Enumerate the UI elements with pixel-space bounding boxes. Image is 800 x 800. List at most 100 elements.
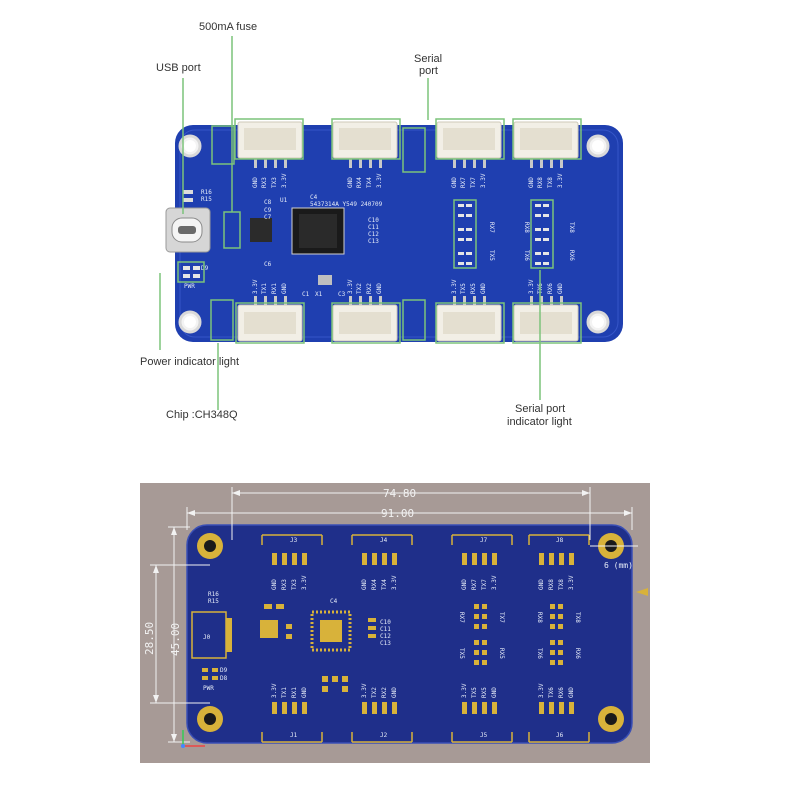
svg-text:GND: GND bbox=[461, 579, 468, 590]
svg-text:TX5: TX5 bbox=[458, 648, 465, 659]
cad-bottom-pads bbox=[272, 702, 574, 714]
pin-label: TX8 bbox=[547, 177, 554, 188]
svg-text:TX3: TX3 bbox=[291, 579, 298, 590]
led-label: TX6 bbox=[523, 250, 530, 261]
svg-text:3.3V: 3.3V bbox=[271, 683, 278, 698]
top-connectors bbox=[237, 121, 579, 159]
svg-text:C11: C11 bbox=[368, 224, 379, 231]
pin-label: GND bbox=[528, 177, 535, 188]
callout-fuse: 500mA fuse bbox=[199, 21, 257, 33]
svg-text:C12: C12 bbox=[380, 633, 391, 640]
pin-label: GND bbox=[451, 177, 458, 188]
svg-text:C3: C3 bbox=[338, 291, 346, 298]
pin-label: 3.3V bbox=[557, 173, 564, 188]
svg-text:GND: GND bbox=[361, 579, 368, 590]
svg-text:RX4: RX4 bbox=[371, 579, 378, 590]
axis-origin-icon bbox=[181, 730, 205, 748]
svg-text:J3: J3 bbox=[290, 537, 298, 544]
bottom-connectors bbox=[237, 304, 579, 342]
svg-text:RX6: RX6 bbox=[558, 687, 565, 698]
svg-text:RX8: RX8 bbox=[548, 579, 555, 590]
svg-text:C11: C11 bbox=[380, 626, 391, 633]
svg-text:TX7: TX7 bbox=[498, 612, 505, 623]
svg-text:R15: R15 bbox=[201, 196, 212, 203]
pin-label: GND bbox=[347, 177, 354, 188]
led-label: RX7 bbox=[488, 222, 495, 233]
svg-text:TX6: TX6 bbox=[536, 648, 543, 659]
serial-led-labels: RX7 TX5 RX8 TX8 TX6 RX6 bbox=[488, 222, 575, 261]
pin-label: TX3 bbox=[271, 177, 278, 188]
svg-text:TX2: TX2 bbox=[371, 687, 378, 698]
svg-text:3.3V: 3.3V bbox=[391, 575, 398, 590]
svg-text:TX5: TX5 bbox=[471, 687, 478, 698]
led-label: RX6 bbox=[568, 250, 575, 261]
svg-text:GND: GND bbox=[491, 687, 498, 698]
dim-outer-height: 45.00 bbox=[169, 623, 182, 656]
svg-text:TX6: TX6 bbox=[548, 687, 555, 698]
svg-text:J5: J5 bbox=[480, 732, 488, 739]
cad-usb-footprint bbox=[191, 611, 232, 659]
callout-power-light: Power indicator light bbox=[140, 356, 239, 368]
callout-serial-port-1: Serial bbox=[414, 53, 442, 65]
svg-text:RX3: RX3 bbox=[281, 579, 288, 590]
svg-text:C13: C13 bbox=[368, 238, 379, 245]
serial-leds bbox=[458, 204, 549, 265]
pin-label: GND bbox=[252, 177, 259, 188]
callout-serial-light-1: Serial port bbox=[515, 403, 565, 415]
svg-text:C10: C10 bbox=[380, 619, 391, 626]
svg-text:R16: R16 bbox=[201, 189, 212, 196]
svg-text:X1: X1 bbox=[315, 291, 323, 298]
svg-text:C8: C8 bbox=[264, 199, 272, 206]
svg-text:R16: R16 bbox=[208, 591, 219, 598]
svg-text:C13: C13 bbox=[380, 640, 391, 647]
cad-bottom-connectors bbox=[261, 732, 590, 743]
svg-text:RX1: RX1 bbox=[291, 687, 298, 698]
svg-text:GND: GND bbox=[301, 687, 308, 698]
cad-background bbox=[140, 483, 650, 763]
pin-label: RX5 bbox=[470, 283, 477, 294]
cad-pwr-label: PWR bbox=[203, 685, 214, 692]
dim-outer-width: 91.00 bbox=[381, 507, 414, 520]
cad-mounting-holes bbox=[197, 533, 624, 732]
svg-text:R15: R15 bbox=[208, 598, 219, 605]
svg-text:3.3V: 3.3V bbox=[461, 683, 468, 698]
pin-label: TX1 bbox=[261, 283, 268, 294]
svg-text:3.3V: 3.3V bbox=[568, 575, 575, 590]
svg-text:D9: D9 bbox=[201, 265, 209, 272]
svg-text:C9: C9 bbox=[264, 207, 272, 214]
svg-text:RX2: RX2 bbox=[381, 687, 388, 698]
pin-label: GND bbox=[557, 283, 564, 294]
pin-label: RX3 bbox=[261, 177, 268, 188]
mounting-holes bbox=[178, 134, 610, 334]
svg-text:RX5: RX5 bbox=[498, 648, 505, 659]
svg-text:TX7: TX7 bbox=[481, 579, 488, 590]
svg-text:3.3V: 3.3V bbox=[538, 683, 545, 698]
bottom-pin-labels: 3.3V TX1 RX1 GND 3.3V TX2 RX2 GND 3.3V T… bbox=[252, 279, 564, 294]
svg-text:J1: J1 bbox=[290, 732, 298, 739]
pin-label: GND bbox=[480, 283, 487, 294]
cad-usb-ref: J0 bbox=[203, 634, 211, 641]
svg-text:GND: GND bbox=[568, 687, 575, 698]
pin-label: 3.3V bbox=[252, 279, 259, 294]
pin-label: RX6 bbox=[547, 283, 554, 294]
svg-text:TX4: TX4 bbox=[381, 579, 388, 590]
svg-text:GND: GND bbox=[271, 579, 278, 590]
pwr-label: PWR bbox=[184, 283, 195, 290]
svg-text:RX7: RX7 bbox=[458, 612, 465, 623]
pin-label: GND bbox=[281, 283, 288, 294]
led-label: TX8 bbox=[568, 222, 575, 233]
pin-label: RX4 bbox=[356, 177, 363, 188]
svg-text:J8: J8 bbox=[556, 537, 564, 544]
svg-text:C4: C4 bbox=[330, 598, 338, 605]
pin-label: TX5 bbox=[460, 283, 467, 294]
ch348q-chip bbox=[291, 207, 345, 255]
pin-label: TX7 bbox=[470, 177, 477, 188]
dimension-arrows bbox=[153, 490, 632, 742]
cad-refs: R16 R15 C4 C10 C11 C12 C13 D9 D8 bbox=[208, 591, 391, 682]
pin-label: GND bbox=[376, 283, 383, 294]
callout-serial-light-2: indicator light bbox=[507, 416, 572, 428]
svg-text:C7: C7 bbox=[264, 214, 272, 221]
svg-text:TX8: TX8 bbox=[558, 579, 565, 590]
dimension-lines bbox=[150, 487, 638, 743]
pin-label: RX8 bbox=[537, 177, 544, 188]
